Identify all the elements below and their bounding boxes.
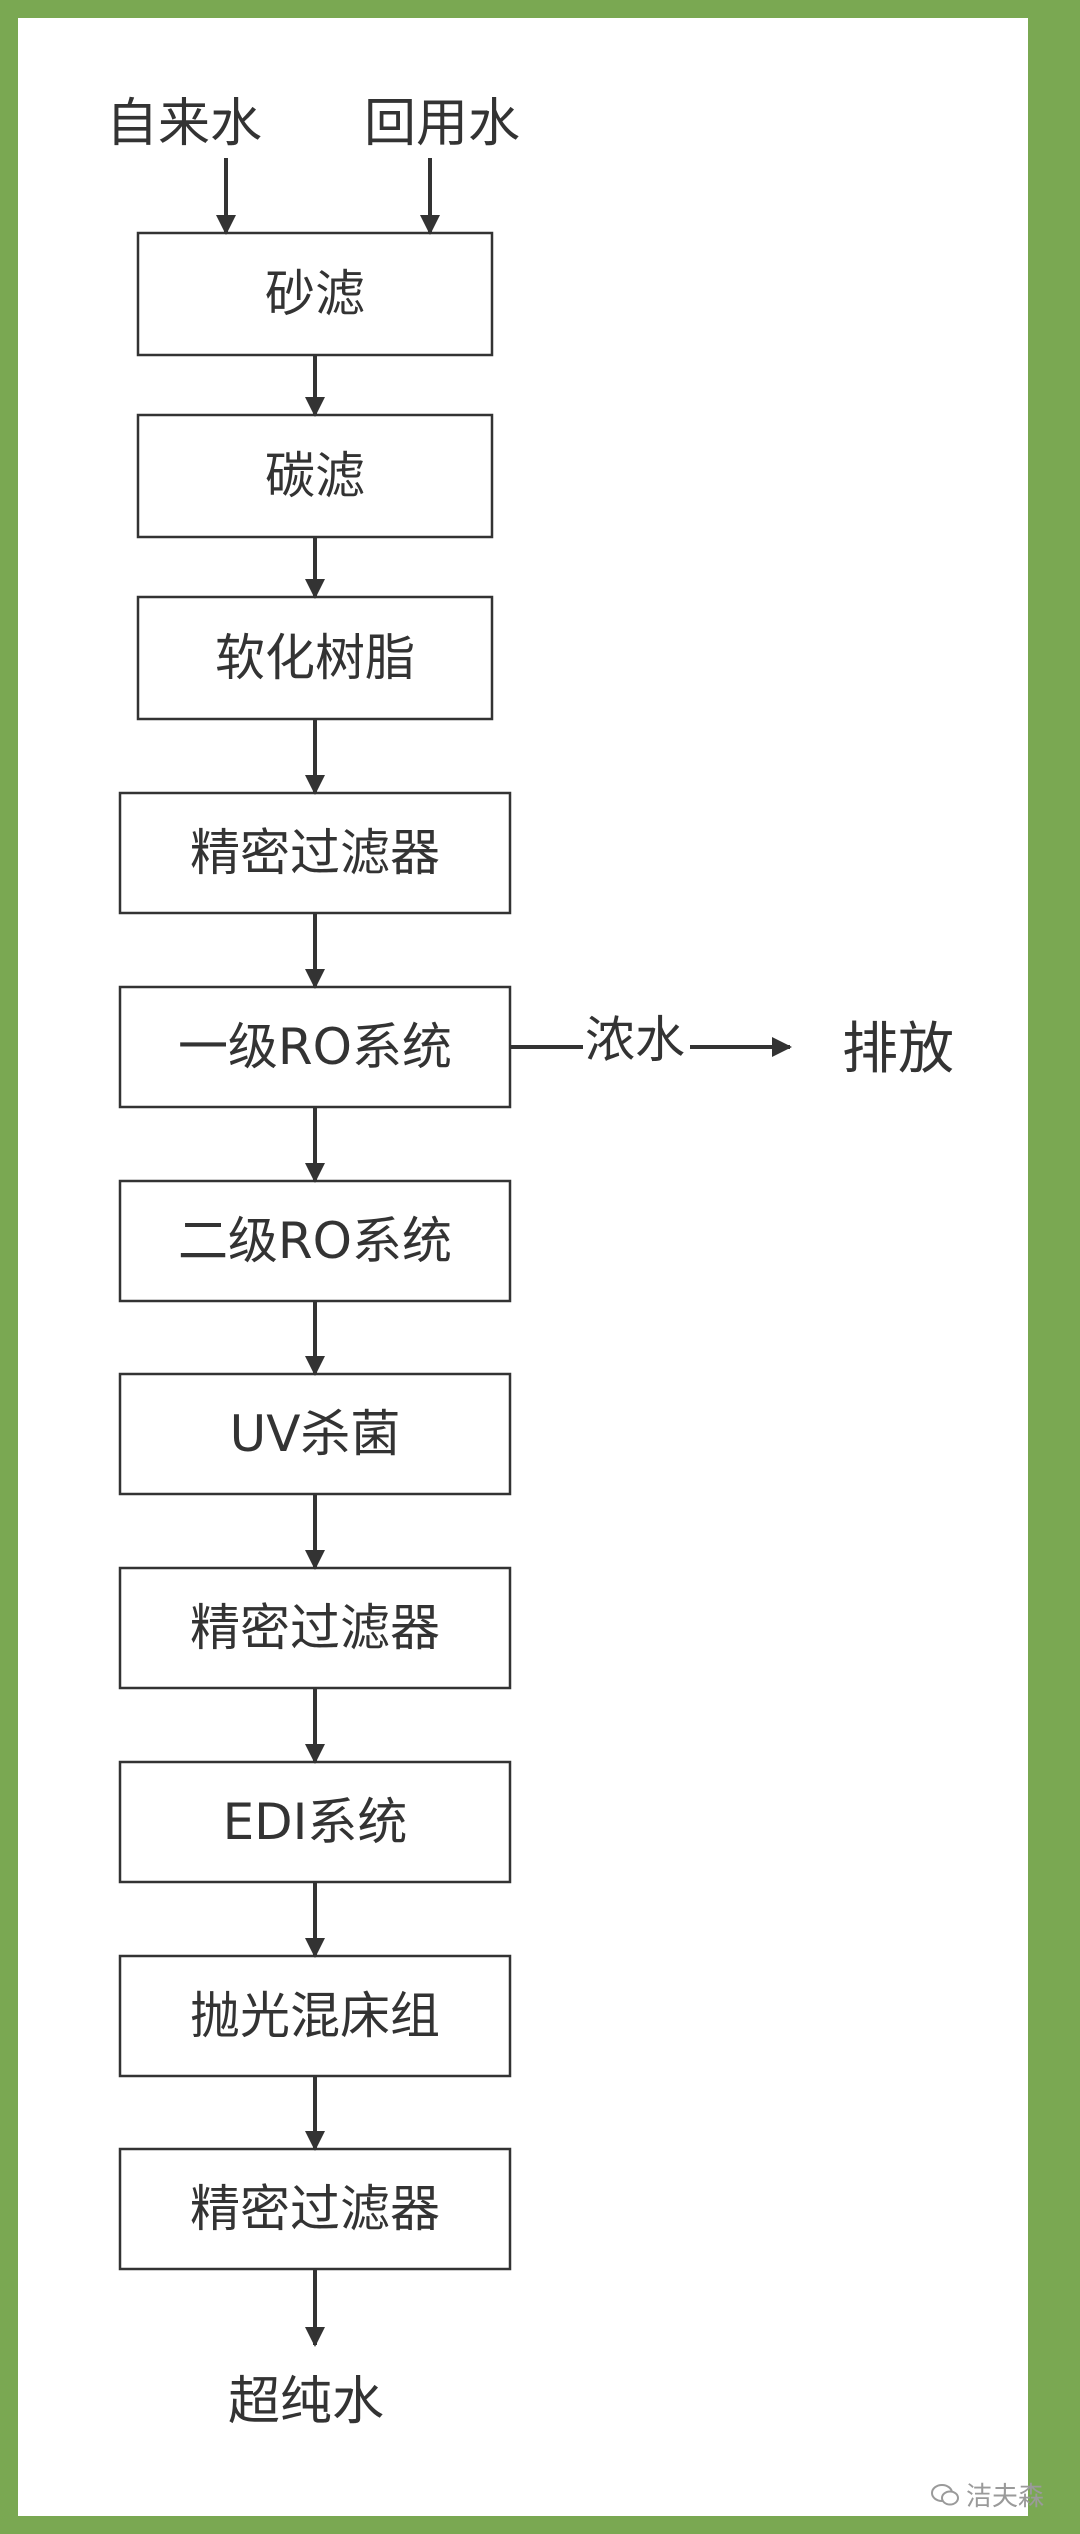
process-step-label: 精密过滤器 [190, 1599, 440, 1657]
process-step-label: 软化树脂 [215, 629, 415, 687]
process-step-label: 精密过滤器 [190, 2180, 440, 2238]
process-box-10 [118, 1954, 512, 2078]
process-box-6 [118, 1179, 512, 1303]
process-step-label: 砂滤 [265, 265, 365, 323]
watermark-text: 洁夫森 [965, 2482, 1044, 2512]
process-step-label: EDI系统 [222, 1793, 408, 1851]
input-tap-water: 自来水 [106, 94, 263, 154]
process-step-label: 精密过滤器 [190, 824, 440, 882]
process-box-2 [136, 413, 494, 539]
process-step-label: 碳滤 [265, 447, 365, 505]
discharge-label: 排放 [842, 1017, 954, 1082]
wechat-icon [930, 2482, 960, 2508]
process-step-label: 二级RO系统 [177, 1212, 453, 1270]
process-box-8 [118, 1566, 512, 1690]
output-ultrapure-water: 超纯水 [228, 2372, 385, 2432]
process-box-3 [136, 595, 494, 721]
concentrate-label: 浓水 [585, 1011, 685, 1069]
process-box-7 [118, 1372, 512, 1496]
process-box-11 [118, 2147, 512, 2271]
watermark: 洁夫森 [930, 2476, 1044, 2513]
process-step-label: 一级RO系统 [177, 1018, 453, 1076]
input-reclaimed-water: 回用水 [364, 94, 521, 154]
process-step-label: 抛光混床组 [190, 1987, 440, 2045]
process-step-label: UV杀菌 [229, 1405, 401, 1463]
process-box-5 [118, 985, 512, 1109]
